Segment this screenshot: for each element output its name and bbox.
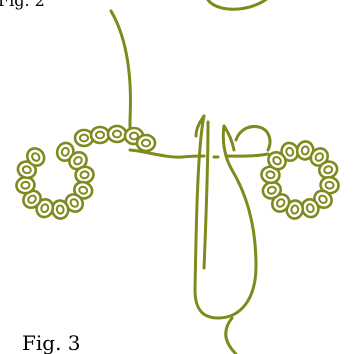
right-rosette	[260, 140, 340, 220]
top-loop-arc	[207, 0, 269, 9]
top-fig-label: Fig. 2	[0, 0, 45, 10]
left-rosette	[15, 126, 155, 220]
figure-caption: Fig. 3	[22, 331, 81, 354]
left-rosette-ring	[137, 135, 155, 151]
central-right-bow	[224, 126, 234, 150]
bottom-tail	[226, 318, 236, 354]
crossbar-right	[226, 154, 268, 156]
central-loop-inner	[204, 122, 208, 268]
left-rosette-ring	[91, 127, 109, 143]
central-loop	[195, 116, 256, 318]
left-rosette-ring	[108, 126, 126, 142]
right-hook	[236, 127, 270, 151]
left-upper-cord	[111, 11, 130, 130]
